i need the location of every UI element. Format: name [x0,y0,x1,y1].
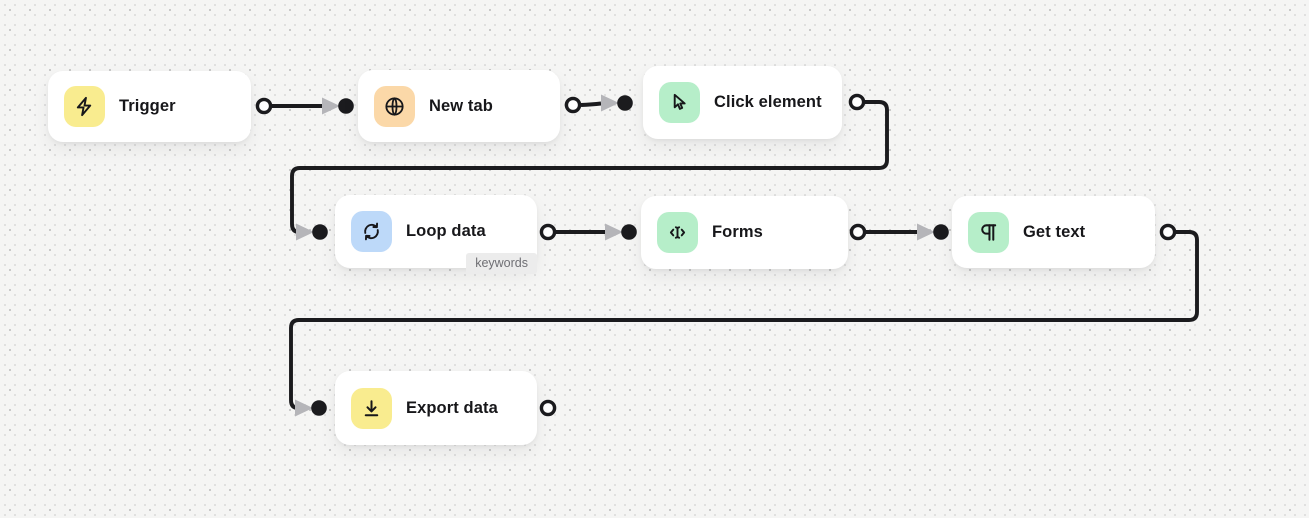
node-loop-data[interactable]: Loop data keywords [335,195,537,274]
node-label: Forms [712,223,763,241]
arrowhead-icon [601,94,619,112]
node-label: New tab [429,96,493,115]
input-port-click-element[interactable] [617,95,633,111]
input-port-forms[interactable] [621,224,637,240]
arrowhead-icon [605,223,623,241]
node-export-data[interactable]: Export data [335,371,537,445]
cursor-icon [659,82,700,123]
edge-new-tab-to-click-element[interactable] [581,104,601,106]
arrowhead-icon [295,399,313,417]
edge-click-element-to-loop-data[interactable] [292,102,887,232]
loop-icon [351,211,392,252]
node-new-tab[interactable]: New tab [358,70,560,142]
text-cursor-icon [657,212,698,253]
node-trigger[interactable]: Trigger [48,71,251,142]
download-icon [351,387,392,429]
node-label: Trigger [119,97,176,115]
output-port-click-element[interactable] [850,95,863,108]
arrowhead-icon [296,223,314,241]
node-label: Get text [1023,222,1086,241]
node-label: Loop data [406,222,486,240]
input-port-loop-data[interactable] [312,224,328,240]
globe-icon [374,85,415,127]
input-port-export-data[interactable] [311,400,327,416]
node-label: Export data [406,398,498,417]
pilcrow-icon [968,211,1009,253]
arrowhead-icon [322,97,340,115]
input-port-get-text[interactable] [933,224,949,240]
output-port-forms[interactable] [851,225,864,238]
output-port-export-data[interactable] [541,401,554,414]
node-click-element[interactable]: Click element [643,66,842,139]
lightning-icon [64,86,105,127]
edge-get-text-to-export-data[interactable] [291,232,1197,408]
output-port-trigger[interactable] [257,99,270,112]
output-port-loop-data[interactable] [541,225,554,238]
output-port-new-tab[interactable] [566,98,579,111]
node-forms[interactable]: Forms [641,196,848,269]
arrowhead-icon [917,223,935,241]
loop-id-badge: keywords [466,252,537,274]
node-get-text[interactable]: Get text [952,196,1155,268]
node-label: Click element [714,93,822,111]
output-port-get-text[interactable] [1161,225,1174,238]
input-port-new-tab[interactable] [338,98,354,114]
